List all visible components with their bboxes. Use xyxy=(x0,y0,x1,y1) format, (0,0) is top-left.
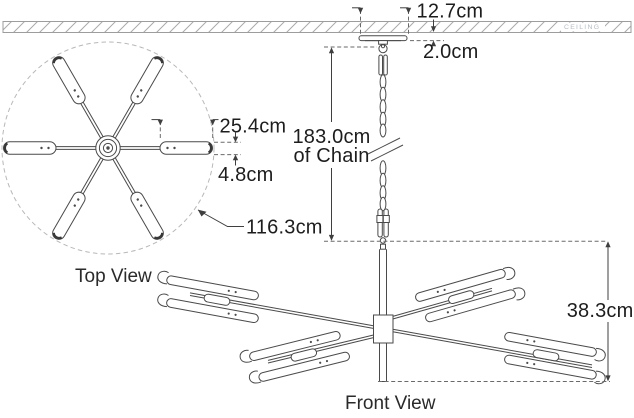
canopy xyxy=(358,35,408,54)
shade-lower-right xyxy=(504,331,606,385)
label-shade-width: 4.8cm xyxy=(218,164,273,186)
top-view-arms xyxy=(3,56,213,240)
shade-upper-right xyxy=(415,266,526,323)
dim-shade-length: 25.4cm xyxy=(151,116,287,138)
top-view-title: Top View xyxy=(75,266,152,287)
top-view-arm-lower-right xyxy=(112,157,164,240)
label-canopy-drop: 2.0cm xyxy=(423,41,478,63)
ceiling-label-gap xyxy=(561,22,605,32)
label-fixture-height: 38.3cm xyxy=(567,300,634,322)
front-view: 12.7cm 2.0cm 183.0cm of Chain xyxy=(157,1,634,414)
ceiling-label: CEILING xyxy=(564,24,600,31)
ceiling-hatch xyxy=(2,21,632,33)
top-view: 25.4cm 4.8cm 116.3cm Top View xyxy=(1,41,323,287)
dim-diameter: 116.3cm xyxy=(197,209,323,239)
dim-chain-length: 183.0cm of Chain xyxy=(292,46,377,241)
label-shade-length: 25.4cm xyxy=(220,116,287,138)
ceiling-band: CEILING xyxy=(2,21,632,33)
shade-lower-left xyxy=(239,330,350,384)
label-chain-length-2: of Chain xyxy=(293,145,369,167)
shade-upper-left xyxy=(157,270,259,324)
top-view-arm-lower-left xyxy=(52,157,104,240)
arm-rod-lower-left-upper-right xyxy=(267,287,493,364)
dim-shade-width: 4.8cm xyxy=(214,131,273,186)
chain xyxy=(367,54,404,250)
top-view-arm-upper-left xyxy=(52,56,104,139)
front-hub-block xyxy=(373,314,394,344)
top-view-arm-right xyxy=(120,141,213,155)
top-view-arm-upper-right xyxy=(112,56,164,139)
fixture-outline-circle xyxy=(1,41,215,255)
label-fixture-diameter: 116.3cm xyxy=(246,217,323,239)
label-canopy-width: 12.7cm xyxy=(417,1,484,23)
label-chain-length-1: 183.0cm xyxy=(292,126,370,148)
dim-canopy-drop: 2.0cm xyxy=(410,19,478,63)
chain-break xyxy=(367,137,404,162)
dim-canopy-width: 12.7cm xyxy=(352,1,483,34)
dim-fixture-height: 38.3cm xyxy=(324,240,634,382)
top-view-arm-left xyxy=(3,141,96,155)
front-view-title: Front View xyxy=(345,393,436,414)
top-view-hub xyxy=(95,135,121,161)
